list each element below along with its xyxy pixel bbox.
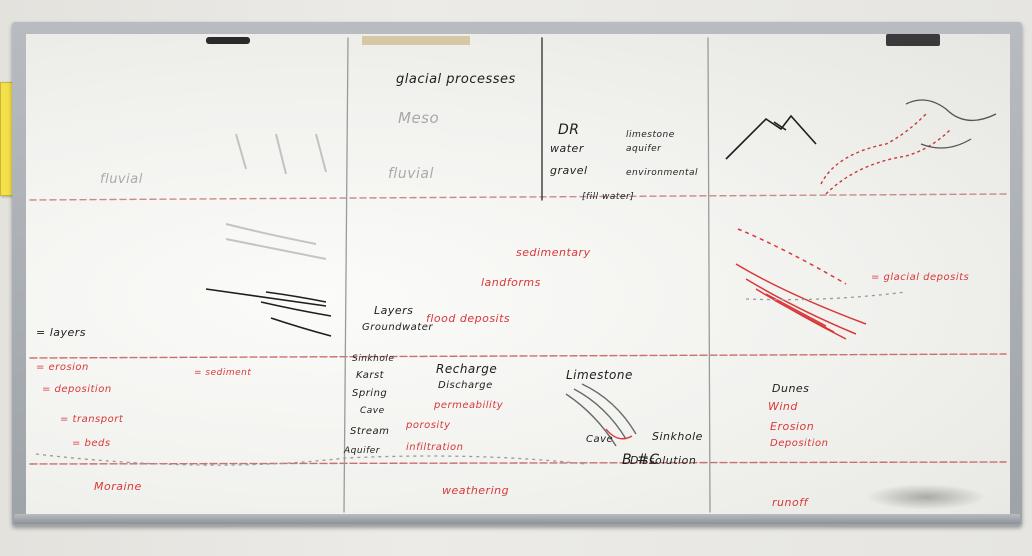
label-sinkhole: Sinkhole <box>352 354 395 364</box>
label-spring: Spring <box>352 388 388 399</box>
glacier-sketch <box>820 113 952 195</box>
ghost-label-fluvial: fluvial <box>388 166 434 182</box>
label-sedimentary: sedimentary <box>516 246 591 259</box>
mountain-sketch <box>725 114 817 160</box>
board-title: glacial processes <box>396 72 516 87</box>
label-limestone: limestone <box>626 130 675 140</box>
label-deposition-bl: = deposition <box>42 384 112 395</box>
label-transport-bl: = transport <box>60 414 124 425</box>
label-discharge: Discharge <box>438 380 493 391</box>
label-deposition-br: Deposition <box>770 438 829 449</box>
label-groundwater: Groundwater <box>362 322 433 333</box>
whiteboard-surface: fluvial Meso fluvial glacial processes D… <box>26 34 1010 514</box>
glacier-outline <box>905 99 997 149</box>
ghost-label-left: fluvial <box>100 172 143 187</box>
label-erosion-bl: = erosion <box>36 362 89 373</box>
label-fill-water: [fill water] <box>582 192 635 202</box>
label-cave: Cave <box>360 406 385 416</box>
label-wind: Wind <box>768 400 798 413</box>
label-dr: DR <box>558 122 580 138</box>
label-flood-deposits: flood deposits <box>426 312 511 325</box>
label-weathering: weathering <box>442 484 510 497</box>
label-beds-bl: = beds <box>72 438 111 449</box>
label-aquifer: aquifer <box>626 144 662 154</box>
label-dissolution: Dissolution <box>630 454 697 467</box>
label-runoff: runoff <box>772 496 808 509</box>
label-permeability: permeability <box>434 400 504 411</box>
label-karst: Karst <box>356 370 385 381</box>
label-gravel: gravel <box>550 164 588 177</box>
ghost-label-meso: Meso <box>398 109 440 127</box>
marker-top-left <box>206 37 250 44</box>
label-environmental: environmental <box>626 168 699 178</box>
label-limestone-b3: Limestone <box>566 368 633 382</box>
label-erosion-br: Erosion <box>770 420 815 433</box>
label-layers-bl: = layers <box>36 326 87 339</box>
grid-lines <box>29 37 1007 513</box>
label-landforms: landforms <box>481 276 541 289</box>
red-wedge-sketch <box>735 228 867 340</box>
label-dunes: Dunes <box>772 382 810 395</box>
cave-sketch <box>565 383 637 447</box>
label-sinkhole-b3: Sinkhole <box>652 430 703 443</box>
eraser-top-right <box>886 34 940 46</box>
label-layers: Layers <box>374 304 414 317</box>
label-sediment-bl: = sediment <box>194 368 252 378</box>
label-aquifer-b2: Aquifer <box>344 446 380 456</box>
label-infiltration: infiltration <box>406 442 464 453</box>
ghost-sketch <box>225 133 327 260</box>
tape-strip <box>362 36 470 45</box>
label-stream: Stream <box>350 426 390 437</box>
label-porosity: porosity <box>406 420 451 431</box>
gray-curve <box>35 291 907 466</box>
cross-section-sketch <box>205 288 332 337</box>
label-bc: B #C <box>622 452 660 468</box>
board-drawings <box>29 37 1007 513</box>
label-moraine: Moraine <box>94 480 142 493</box>
label-recharge: Recharge <box>436 362 498 376</box>
label-water: water <box>550 142 584 155</box>
label-cave-b3: Cave <box>586 434 614 445</box>
smudge-mark <box>866 484 986 510</box>
label-glacial-deposits: = glacial deposits <box>871 272 970 283</box>
marker-tray <box>14 514 1020 524</box>
